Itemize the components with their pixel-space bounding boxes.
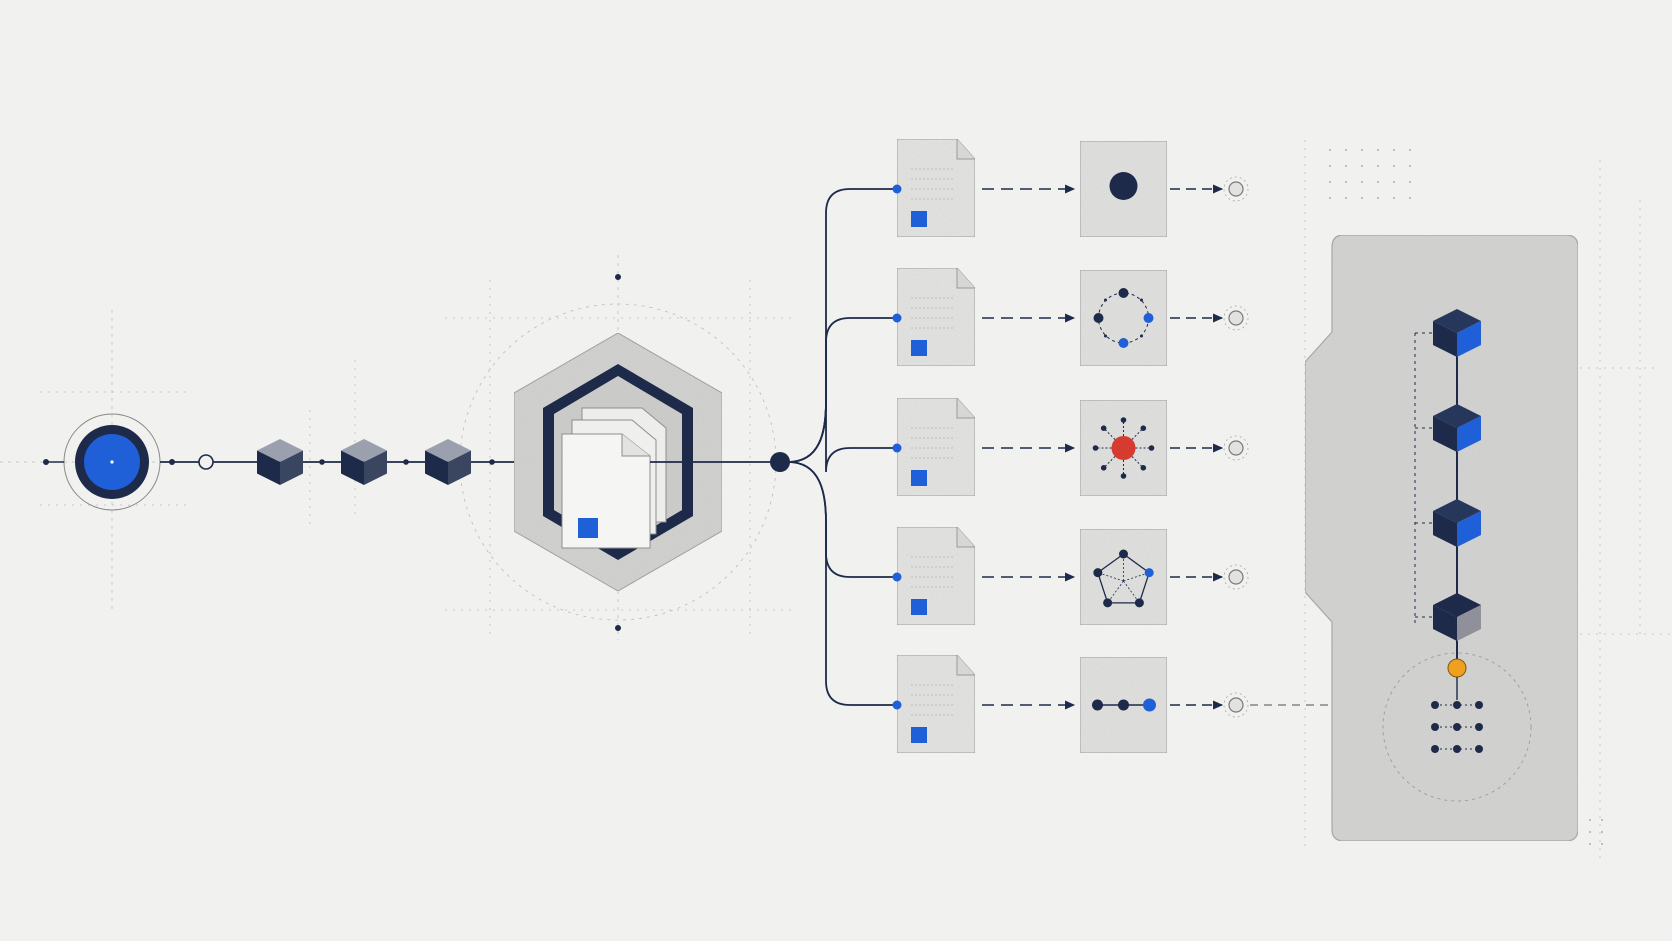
branch-chain [892,654,1332,754]
merge-node-icon [1447,658,1467,700]
document-icon [896,397,976,497]
branch-star [892,397,1249,497]
stacked-cube-pipeline-icon [1433,309,1481,641]
stack-document-front [561,433,651,549]
branch-connector [787,188,897,463]
pentagon-graph-icon [1079,528,1168,626]
branch-connector [787,317,897,463]
ring-graph-icon [1079,269,1168,367]
single-node-icon [1079,140,1168,238]
aggregate-cube-icon [1433,593,1481,641]
document-icon [896,138,976,238]
cube-icon [425,439,471,485]
cube-icon [341,439,387,485]
star-graph-icon [1079,399,1168,497]
cube-icon [257,439,303,485]
branch-list [892,138,1332,754]
document-icon [896,654,976,754]
dot-grid-icon [1431,701,1483,753]
branch-pentagon [892,526,1249,626]
branch-ring [892,267,1249,367]
output-port-icon [1223,692,1249,718]
branch-connector [787,401,897,473]
hub-node-icon [770,452,790,472]
document-icon [896,526,976,626]
aggregate-cube-icon [1433,309,1481,357]
branch-connector [787,461,897,578]
output-port-icon [1223,305,1249,331]
chain-graph-icon [1079,656,1168,754]
branch-connector [787,461,897,706]
branch-connectors [787,188,897,706]
document-stack-hexagon-icon [561,407,667,549]
aggregate-cube-icon [1433,499,1481,547]
output-port-icon [1223,564,1249,590]
source-node [63,413,161,511]
output-port-icon [1223,435,1249,461]
ingest-steps [257,439,471,485]
document-icon [896,267,976,367]
aggregate-cube-icon [1433,404,1481,452]
branch-single [892,138,1249,238]
output-port-icon [1223,176,1249,202]
